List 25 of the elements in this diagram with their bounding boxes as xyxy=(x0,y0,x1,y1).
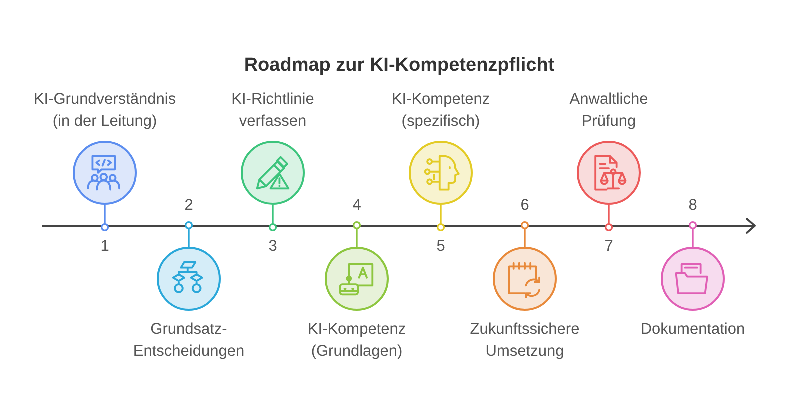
step-number: 4 xyxy=(352,196,362,216)
stem-line xyxy=(100,205,110,232)
step-number: 8 xyxy=(688,196,698,216)
step-title: KI-Richtlinie verfassen xyxy=(230,90,316,132)
diagram-title: Roadmap zur KI-Kompetenzpflicht xyxy=(244,55,555,76)
stem-line xyxy=(352,221,362,247)
step-title: KI-Kompetenz (spezifisch) xyxy=(390,90,492,132)
step-title: KI-Grundverständnis (in der Leitung) xyxy=(32,90,178,132)
step-title: Anwaltliche Prüfung xyxy=(568,90,650,132)
step-number: 6 xyxy=(520,196,530,216)
stem-line xyxy=(688,221,698,247)
step-number: 1 xyxy=(100,237,110,257)
stem-line xyxy=(436,205,446,232)
step-number: 5 xyxy=(436,237,446,257)
stem-line xyxy=(604,205,614,232)
step-number: 2 xyxy=(184,196,194,216)
stem-line xyxy=(520,221,530,247)
step-title: Dokumentation xyxy=(640,320,746,340)
step-number: 7 xyxy=(604,237,614,257)
step-title: Zukunftssichere Umsetzung xyxy=(469,320,581,362)
step-title: KI-Kompetenz (Grundlagen) xyxy=(306,320,408,362)
step-number: 3 xyxy=(268,237,278,257)
step-title: Grundsatz-Entscheidungen xyxy=(132,320,246,362)
stem-line xyxy=(268,205,278,232)
stem-line xyxy=(184,221,194,247)
